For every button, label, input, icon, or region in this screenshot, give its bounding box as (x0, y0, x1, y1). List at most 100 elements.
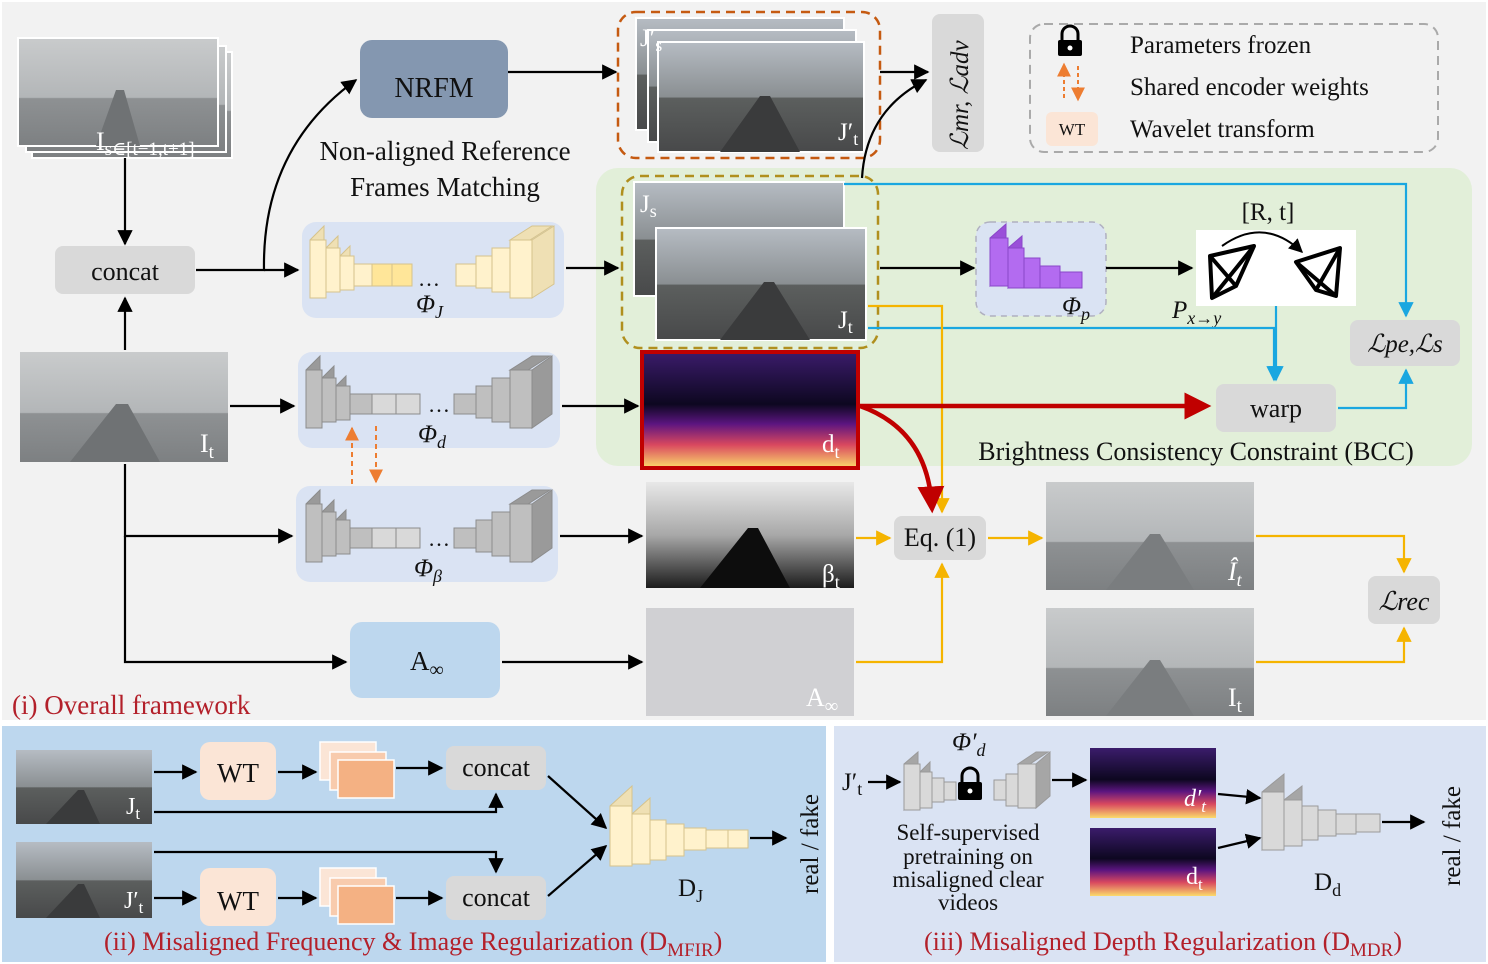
dj-label: DJ (678, 875, 703, 906)
jt-mfir-road (46, 790, 100, 824)
phi-beta-label: Φβ (414, 555, 442, 586)
panel1-caption: (i) Overall framework (12, 690, 251, 720)
black-arrows (117, 64, 1194, 670)
dehazed-frames-group (620, 174, 880, 350)
wavelet-features-bottom (319, 867, 395, 925)
phi-beta-network (305, 488, 553, 563)
input-current-label: It (200, 429, 215, 463)
concat-mfir-bottom-label: concat (462, 883, 531, 912)
panel3-caption: (iii) Misaligned Depth Regularization (D… (924, 927, 1402, 961)
nrfm-label: NRFM (394, 73, 473, 104)
lock-icon-mdr (958, 766, 982, 800)
phi-j-label: ΦJ (416, 291, 444, 322)
dt-prime-map (1090, 748, 1216, 818)
pose-label: [R, t] (1242, 199, 1295, 226)
phi-d-label: Φd (418, 421, 447, 452)
input-frames-label: Is∈[t−1,t+1] (96, 127, 195, 160)
jt-mfir-label: Jt (126, 794, 140, 823)
mfir-arrows (154, 760, 788, 906)
wt-bottom-label: WT (217, 886, 259, 916)
jtp-mdr-label: J′t (842, 769, 862, 799)
transmission-road (700, 528, 790, 588)
phi-j-network (309, 224, 555, 299)
phi-d-bg (298, 352, 560, 448)
pretrain-line3: misaligned clear (892, 867, 1044, 892)
eq-box (894, 516, 986, 560)
js-label: Js (640, 191, 657, 221)
loss-rec-box (1368, 576, 1440, 624)
blue-arrows (844, 182, 1414, 410)
warp-label: warp (1250, 394, 1302, 423)
panel2-caption: (ii) Misaligned Frequency & Image Regula… (104, 927, 722, 961)
js-prime-label: J′s (640, 25, 662, 55)
pose-arrow (1221, 231, 1304, 253)
loss-pe-label: ℒpe,ℒs (1367, 331, 1443, 358)
nrfm-desc-line1: Non-aligned Reference (319, 136, 570, 166)
atmospheric-light-map (646, 608, 854, 716)
real-fake-mdr: real / fake (1439, 786, 1466, 886)
shared-weights-icon (1057, 62, 1085, 102)
beta-t-label: βt (822, 561, 840, 592)
loss-rec-label: ℒrec (1379, 587, 1430, 616)
dd-label: Dd (1314, 869, 1341, 900)
phi-d-prime-network (903, 750, 1051, 812)
phi-d-prime-label: Φ′d (952, 729, 987, 760)
legend-wt-badge: WT (1059, 120, 1086, 139)
wt-box-bottom (200, 868, 276, 926)
red-arrows (859, 392, 1212, 514)
jtp-mfir-road (46, 884, 100, 918)
dt-mdr-map (1090, 828, 1216, 896)
jt-prime-label: J′t (838, 119, 858, 149)
wt-badge-icon (1046, 112, 1098, 146)
legend-shared-label: Shared encoder weights (1130, 74, 1369, 101)
bcc-label: Brightness Consistency Constraint (BCC) (978, 437, 1414, 466)
concat-box (55, 246, 195, 294)
phi-j-dots: … (418, 266, 440, 291)
yellow-arrows (856, 304, 1412, 664)
nrfm-desc-line2: Frames Matching (350, 172, 540, 202)
pretrain-line2: pretraining on (903, 844, 1033, 869)
reconstructed-road (1106, 534, 1194, 590)
wt-box-top (200, 742, 276, 800)
phi-d-dots: … (428, 392, 450, 417)
a-inf-box (350, 622, 500, 698)
pretrain-line1: Self-supervised (896, 820, 1040, 845)
legend-wavelet-label: Wavelet transform (1130, 116, 1315, 143)
dd-discriminator (1261, 772, 1381, 852)
real-fake-mfir: real / fake (797, 794, 824, 894)
legend-frozen-label: Parameters frozen (1130, 32, 1312, 59)
dt-prime-label: d′t (1184, 786, 1207, 816)
phi-d-network (305, 354, 553, 429)
eq-label: Eq. (1) (904, 523, 976, 552)
concat-mfir-top-label: concat (462, 753, 531, 782)
aligned-frames-group (616, 10, 882, 160)
dj-discriminator (609, 784, 749, 867)
jt-label: Jt (838, 307, 853, 337)
phi-beta-bg (296, 486, 558, 582)
i-hat-label: Ît (1227, 557, 1243, 590)
i-t-out-label: It (1228, 683, 1243, 717)
shared-weight-arrows (345, 426, 383, 484)
nrfm-box (360, 40, 508, 118)
depth-map (640, 350, 860, 470)
dehazed-frames (633, 181, 867, 341)
loss-mr-adv-box (932, 14, 984, 152)
pretrain-line4: videos (938, 890, 998, 915)
loss-pe-box (1350, 320, 1460, 366)
target-road (1106, 660, 1194, 716)
wt-top-label: WT (217, 758, 259, 788)
concat-mfir-bottom (446, 876, 546, 920)
concat-mfir-top (446, 746, 546, 790)
aligned-clear-frames (635, 17, 865, 153)
dt-mdr-label: dt (1186, 864, 1203, 894)
phi-beta-dots: … (428, 526, 450, 551)
concat-label: concat (91, 257, 160, 286)
input-current-road (70, 404, 160, 462)
phi-p-network (989, 222, 1083, 290)
lock-icon (1058, 24, 1082, 56)
phi-j-bg (302, 222, 564, 318)
wavelet-features-top (319, 741, 395, 799)
loss-mr-adv-label: ℒmr, ℒadv (947, 39, 974, 150)
warp-box (1216, 384, 1336, 432)
